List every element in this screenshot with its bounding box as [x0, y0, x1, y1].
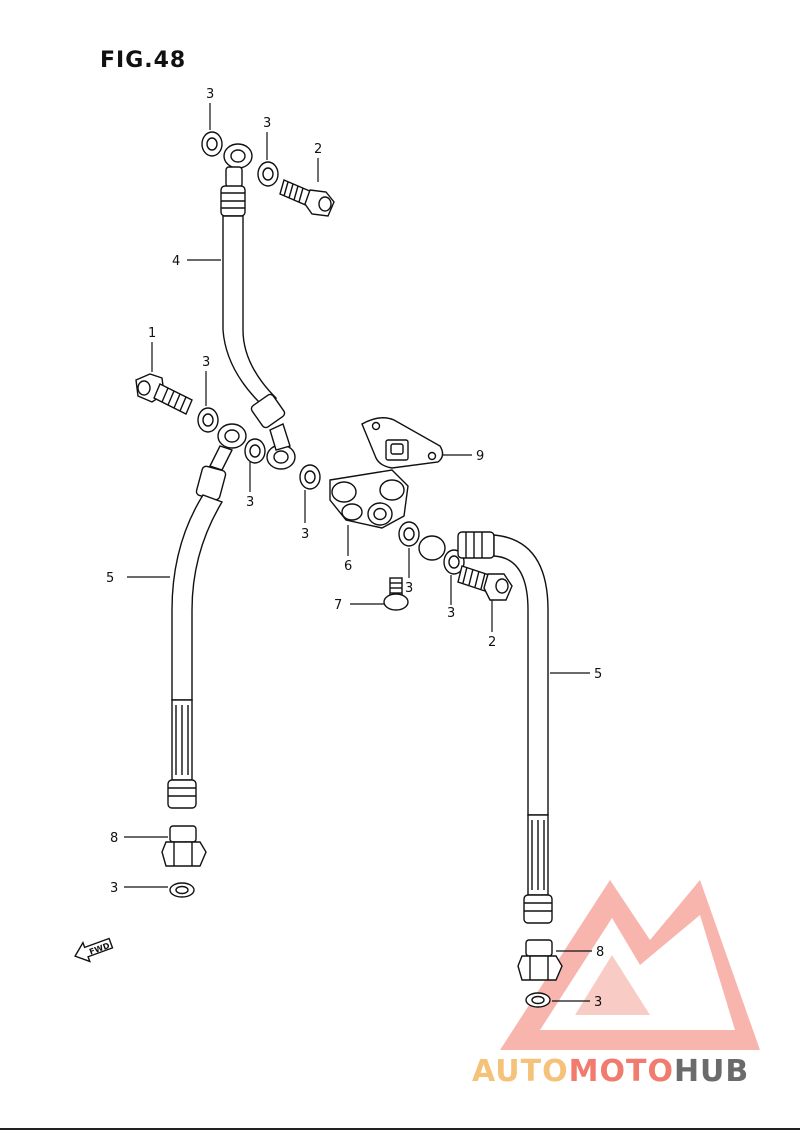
callout-5: 5 [594, 667, 602, 682]
callout-8: 8 [110, 831, 118, 846]
banjo-bolt-2-upper [279, 179, 335, 217]
callout-3: 3 [110, 881, 118, 896]
callout-2: 2 [314, 142, 322, 157]
bolt-7 [383, 577, 409, 611]
callout-3: 3 [263, 116, 271, 131]
callout-leaders [124, 103, 592, 1002]
callout-4: 4 [172, 254, 180, 269]
figure-title: FIG.48 [100, 48, 187, 73]
forward-arrow-icon: FWD [74, 937, 114, 963]
banjo-bolt-1 [135, 373, 219, 433]
callout-labels: 3 3 2 4 1 3 3 3 5 6 7 3 3 2 9 5 8 3 8 3 [106, 87, 604, 1010]
callout-3: 3 [206, 87, 214, 102]
callout-7: 7 [334, 598, 342, 613]
callout-3: 3 [447, 606, 455, 621]
callout-3: 3 [405, 581, 413, 596]
page-border [0, 1128, 800, 1130]
hose-4 [220, 143, 296, 470]
callout-5: 5 [106, 571, 114, 586]
washer [244, 438, 465, 575]
callout-6: 6 [344, 559, 352, 574]
washer [201, 131, 279, 187]
fwd-label: FWD [88, 941, 111, 957]
hose-5-right [418, 531, 563, 1008]
watermark-brand: AUTOMOTOHUB [472, 1054, 749, 1089]
bracket-9 [361, 417, 444, 469]
callout-8: 8 [596, 945, 604, 960]
callout-1: 1 [148, 326, 156, 341]
callout-3: 3 [594, 995, 602, 1010]
banjo-bolt-2-lower [457, 565, 513, 601]
callout-2: 2 [488, 635, 496, 650]
callout-9: 9 [476, 449, 484, 464]
callout-3: 3 [246, 495, 254, 510]
callout-3: 3 [301, 527, 309, 542]
callout-3: 3 [202, 355, 210, 370]
hose-5-left [161, 423, 247, 898]
joint-6 [329, 469, 409, 529]
